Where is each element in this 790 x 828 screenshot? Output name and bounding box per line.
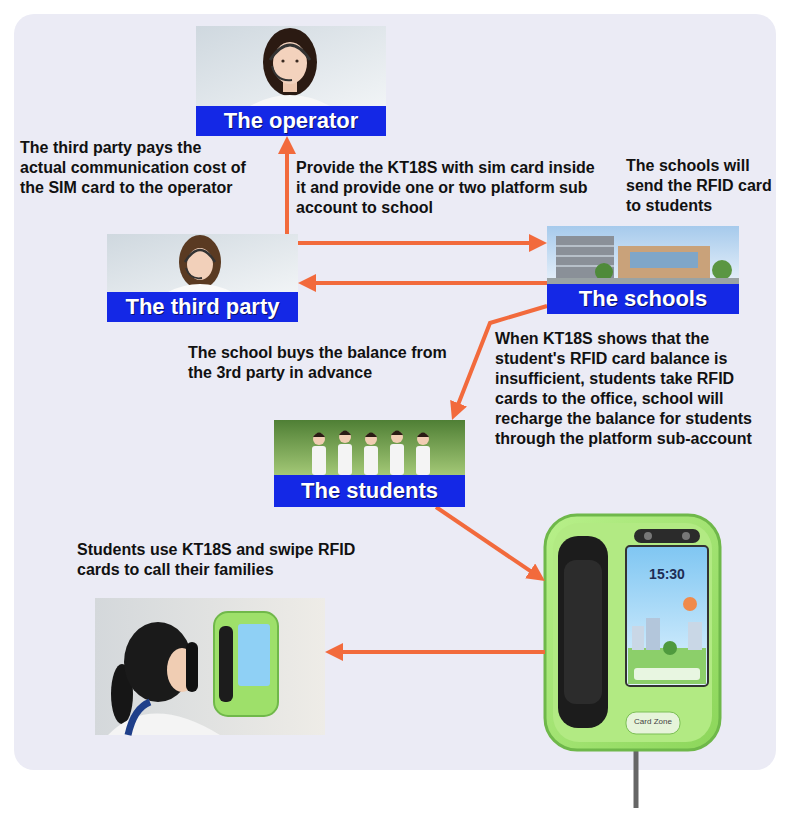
students-photo <box>313 431 429 438</box>
operator-photo <box>263 28 317 96</box>
operator-photo <box>250 95 330 106</box>
note-text: The third party pays the actual communic… <box>20 138 252 198</box>
schools-photo <box>547 226 739 284</box>
kt18s-phone <box>632 626 644 650</box>
kt18s-phone <box>663 641 677 655</box>
students-photo <box>364 446 378 475</box>
operator-photo <box>272 66 292 80</box>
students-photo <box>339 431 351 443</box>
students-photo <box>313 431 429 445</box>
operator-box: The operator <box>196 26 386 136</box>
students-photo <box>313 433 325 438</box>
students-photo <box>338 444 352 475</box>
student-calling-photo <box>186 642 198 692</box>
students-photo <box>312 444 430 475</box>
students-photo <box>390 444 404 475</box>
schools-photo <box>556 236 614 280</box>
third-party-photo <box>168 284 232 292</box>
schools-photo <box>556 246 614 266</box>
schools-photo <box>630 252 698 268</box>
third-party-photo <box>185 250 215 262</box>
kt18s-phone <box>545 515 720 808</box>
kt18s-phone <box>688 622 702 650</box>
student-calling-photo <box>238 624 270 686</box>
operator-photo <box>281 59 284 62</box>
kt18s-phone <box>646 618 660 650</box>
third-party-box: The third party <box>107 234 298 322</box>
screen-clock: 15:30 <box>626 565 708 583</box>
students-photo <box>417 433 429 438</box>
students-photo <box>313 433 325 445</box>
node-title: The students <box>301 478 438 504</box>
students-photo <box>274 420 465 475</box>
schools-box: The schools <box>547 226 739 314</box>
students-photo <box>312 446 326 475</box>
kt18s-phone <box>634 748 639 808</box>
note-text: The schools will send the RFID card to s… <box>626 156 784 216</box>
student-calling-photo <box>214 612 278 716</box>
third-party-photo <box>186 268 202 278</box>
operator-photo <box>196 26 386 106</box>
node-title: The operator <box>224 108 358 134</box>
third-party-photo <box>107 234 298 292</box>
label-bar: The students <box>274 475 465 507</box>
flow-arrow <box>338 650 545 654</box>
students-photo <box>339 431 351 436</box>
kt18s-phone <box>682 532 690 540</box>
kt18s-phone <box>626 712 680 734</box>
kt18s-phone <box>553 523 712 742</box>
student-calling-photo <box>219 626 233 702</box>
students-photo <box>417 433 429 445</box>
students-photo <box>391 431 403 436</box>
students-box: The students <box>274 420 465 507</box>
students-photo <box>365 433 377 438</box>
kt18s-phone <box>644 532 652 540</box>
phone-device: 15:30 <box>545 515 720 750</box>
operator-photo <box>270 45 310 60</box>
operator-photo <box>273 42 307 84</box>
schools-photo <box>618 246 710 280</box>
calling-photo: Students use KT18S and swipe RFID cards … <box>95 598 325 735</box>
kt18s-phone <box>545 515 720 750</box>
schools-photo <box>547 226 739 284</box>
operator-photo <box>196 26 386 106</box>
note-text: Provide the KT18S with sim card inside i… <box>296 158 608 218</box>
kt18s-phone <box>683 597 697 611</box>
kt18s-phone <box>558 536 608 728</box>
kt18s-phone <box>564 560 602 704</box>
flow-arrow <box>298 241 534 245</box>
label-bar: The operator <box>196 106 386 136</box>
node-title: The schools <box>579 286 707 312</box>
panel-marking: Card Zone <box>626 717 680 727</box>
students-photo <box>391 431 403 443</box>
students-photo <box>274 420 465 475</box>
kt18s-phone <box>634 529 700 543</box>
flow-arrow <box>436 507 534 574</box>
third-party-photo <box>179 235 221 289</box>
schools-photo <box>712 260 732 280</box>
third-party-photo <box>107 234 298 292</box>
note-text: When KT18S shows that the student's RFID… <box>495 329 777 449</box>
student-calling-photo <box>128 702 150 735</box>
note-text: The school buys the balance from the 3rd… <box>188 343 460 383</box>
label-bar: The third party <box>107 292 298 322</box>
background-panel <box>14 14 776 770</box>
kt18s-phone <box>634 668 700 680</box>
students-photo <box>365 433 377 445</box>
flow-arrow <box>311 281 547 285</box>
operator-photo <box>295 59 298 62</box>
node-title: The third party <box>125 294 279 320</box>
flow-arrow <box>285 149 289 234</box>
kt18s-phone <box>626 546 708 686</box>
node-caption: Students use KT18S and swipe RFID cards … <box>77 540 377 580</box>
label-bar: The schools <box>547 284 739 314</box>
background-panel <box>14 14 776 770</box>
student-calling-photo <box>108 714 220 736</box>
student-calling-photo <box>95 598 325 735</box>
student-calling-photo <box>95 598 325 735</box>
students-photo <box>416 446 430 475</box>
